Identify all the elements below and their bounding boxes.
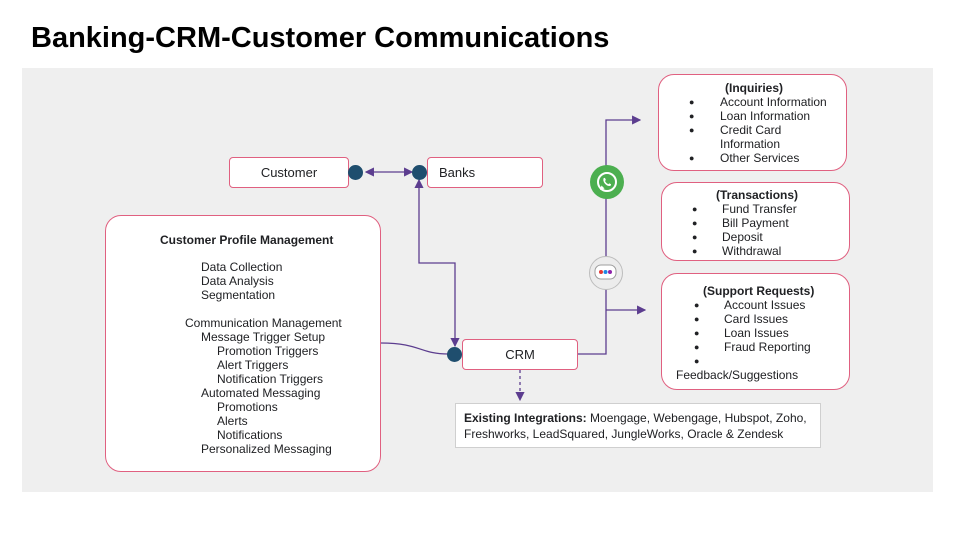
inquiries-panel <box>658 74 847 171</box>
profile-personalized: Personalized Messaging <box>201 442 332 456</box>
customer-profile-panel <box>105 215 381 472</box>
customer-node: Customer <box>229 157 349 188</box>
profile-notifications: Notifications <box>217 428 283 442</box>
banks-crm-link <box>414 178 460 348</box>
inquiries-item: Loan Information <box>720 109 811 123</box>
crm-label: CRM <box>505 347 535 362</box>
inquiries-item: Account Information <box>720 95 827 109</box>
profile-alerts: Alerts <box>217 414 248 428</box>
page-title: Banking-CRM-Customer Communications <box>31 22 610 54</box>
profile-communication: Communication Management <box>185 316 342 330</box>
inquiries-heading: (Inquiries) <box>725 81 784 95</box>
existing-integrations-box: Existing Integrations: Moengage, Webenga… <box>455 403 821 448</box>
inquiries-bullet: ● <box>689 97 695 107</box>
profile-data-collection: Data Collection <box>201 260 283 274</box>
support-item: Loan Issues <box>724 326 789 340</box>
transactions-heading: (Transactions) <box>716 188 799 202</box>
transactions-bullet: ● <box>692 232 698 242</box>
inquiries-bullet: ● <box>689 111 695 121</box>
transactions-panel <box>661 182 850 261</box>
transactions-bullet: ● <box>692 246 698 256</box>
support-item: Fraud Reporting <box>724 340 811 354</box>
customer-label: Customer <box>260 165 318 180</box>
support-bullet: ● <box>694 328 700 338</box>
support-bullet: ● <box>694 300 700 310</box>
support-item: Feedback/Suggestions <box>676 368 799 382</box>
crm-connector-dot <box>447 347 462 362</box>
transactions-bullet: ● <box>692 218 698 228</box>
support-bullet: ● <box>694 342 700 352</box>
profile-segmentation: Segmentation <box>201 288 276 302</box>
transactions-item: Withdrawal <box>722 244 782 258</box>
support-bullet: ● <box>694 314 700 324</box>
inquiries-bullet: ● <box>689 153 695 163</box>
profile-automated: Automated Messaging <box>201 386 321 400</box>
profile-trigger-setup: Message Trigger Setup <box>201 330 326 344</box>
support-bullet: ● <box>694 356 700 366</box>
profile-promotion-triggers: Promotion Triggers <box>217 344 319 358</box>
transactions-item: Deposit <box>722 230 763 244</box>
crm-node: CRM <box>462 339 578 370</box>
transactions-item: Fund Transfer <box>722 202 797 216</box>
profile-notification-triggers: Notification Triggers <box>217 372 324 386</box>
support-item: Card Issues <box>724 312 789 326</box>
support-panel <box>661 273 850 390</box>
banks-node: Banks <box>427 157 543 188</box>
inquiries-item: Other Services <box>720 151 800 165</box>
banks-label: Banks <box>439 165 476 180</box>
whatsapp-icon <box>590 165 624 199</box>
profile-promotions: Promotions <box>217 400 278 414</box>
support-heading: (Support Requests) <box>703 284 815 298</box>
customer-connector-dot <box>348 165 363 180</box>
inquiries-item: Information <box>720 137 781 151</box>
profile-alert-triggers: Alert Triggers <box>217 358 289 372</box>
banks-connector-dot <box>412 165 427 180</box>
profile-heading: Customer Profile Management <box>160 233 334 247</box>
support-item: Account Issues <box>724 298 806 312</box>
inquiries-item: Credit Card <box>720 123 782 137</box>
crm-right-link <box>578 115 642 355</box>
profile-data-analysis: Data Analysis <box>201 274 274 288</box>
inquiries-bullet: ● <box>689 125 695 135</box>
transactions-bullet: ● <box>692 204 698 214</box>
transactions-item: Bill Payment <box>722 216 789 230</box>
profile-crm-link <box>380 342 449 355</box>
integrations-label: Existing Integrations: <box>464 411 587 425</box>
integrations-text: Moengage, Webengage, Hubspot, Zoho, Fres… <box>464 411 807 441</box>
chatbot-icon <box>589 256 623 290</box>
